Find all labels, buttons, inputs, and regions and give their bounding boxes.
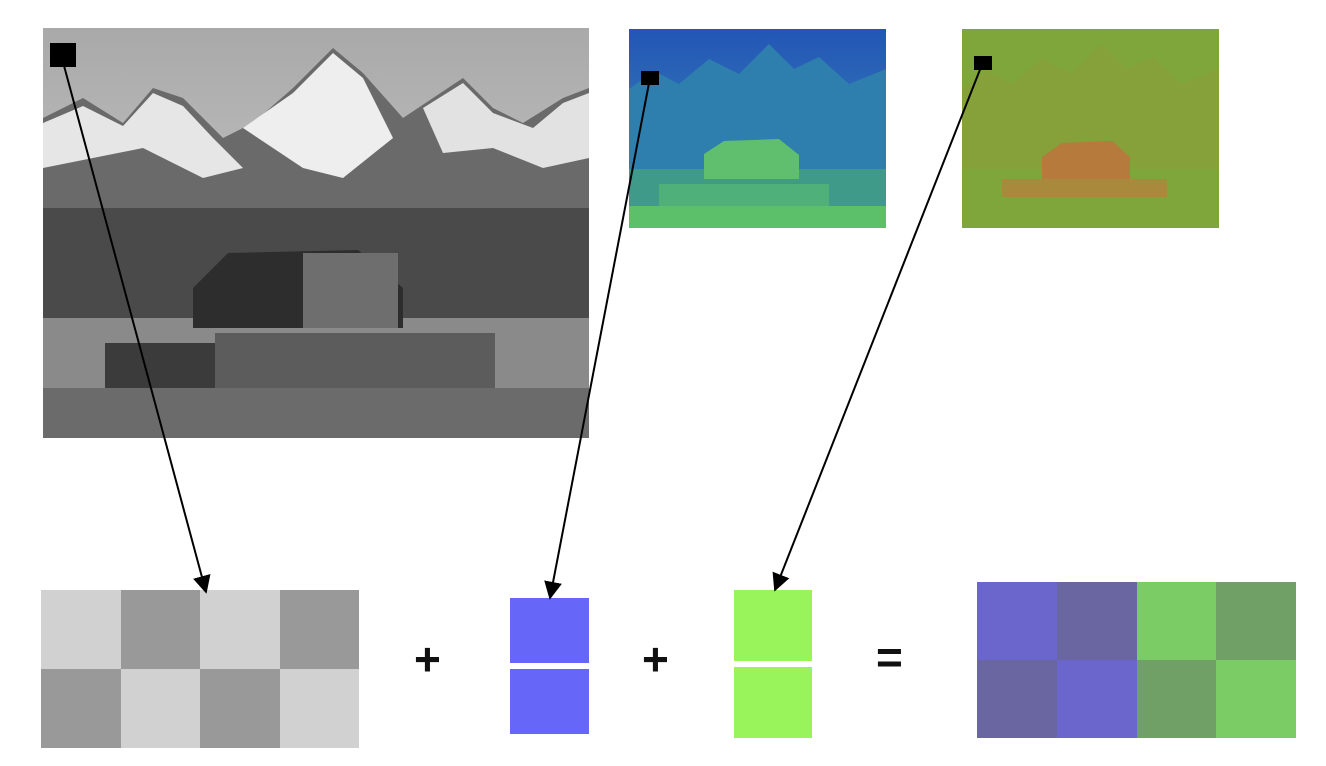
result-cell <box>1136 582 1217 660</box>
luminance-cell <box>200 669 280 748</box>
blue-chroma-photo <box>629 29 886 228</box>
result-cell <box>1056 660 1137 738</box>
luminance-cell <box>279 669 359 748</box>
luminance-cell <box>41 590 121 669</box>
result-cell <box>1216 660 1296 738</box>
luminance-cell <box>120 590 200 669</box>
luminance-cell <box>279 590 359 669</box>
green-chroma-cell <box>734 590 812 661</box>
result-cell <box>977 660 1057 738</box>
result-cell <box>977 582 1057 660</box>
grayscale-luminance-photo <box>43 28 589 438</box>
green-chroma-photo <box>962 29 1219 228</box>
blue-chroma-cell <box>510 669 589 734</box>
green-chroma-cell <box>734 667 812 738</box>
luminance-block-grid <box>41 590 359 748</box>
result-cell <box>1136 660 1217 738</box>
luminance-cell <box>41 669 121 748</box>
result-cell <box>1216 582 1296 660</box>
sample-block-marker-blue-chroma <box>641 71 659 85</box>
luminance-cell <box>200 590 280 669</box>
blue-chroma-block <box>510 598 589 734</box>
result-color-block-grid <box>977 582 1296 738</box>
plus-operator: + <box>642 633 669 685</box>
plus-operator: + <box>414 633 441 685</box>
sample-block-marker-green-chroma <box>974 56 992 70</box>
sample-block-marker-luminance <box>50 43 76 67</box>
result-cell <box>1056 582 1137 660</box>
luminance-cell <box>120 669 200 748</box>
equals-operator: = <box>876 631 903 683</box>
blue-chroma-cell <box>510 598 589 663</box>
green-chroma-block <box>734 590 812 738</box>
